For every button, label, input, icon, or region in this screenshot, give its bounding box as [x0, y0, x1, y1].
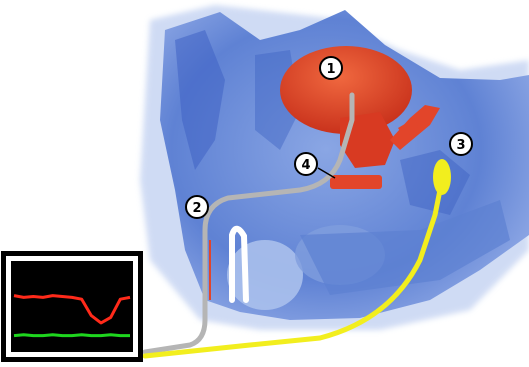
marker-2-label: 2: [192, 201, 201, 216]
monitor-green-trace: [14, 335, 130, 336]
marker-2: 2: [186, 196, 208, 218]
rectal-balloon: [433, 159, 451, 195]
marker-4-label: 4: [301, 158, 310, 173]
pressure-monitor: [1, 251, 143, 362]
marker-1-label: 1: [326, 62, 335, 77]
marker-3: 3: [450, 133, 472, 155]
marker-1: 1: [320, 57, 342, 79]
tissue-lobe-lower: [227, 240, 303, 310]
sphincter-band: [330, 175, 382, 189]
marker-3-label: 3: [456, 138, 465, 153]
monitor-screen: [11, 261, 133, 352]
